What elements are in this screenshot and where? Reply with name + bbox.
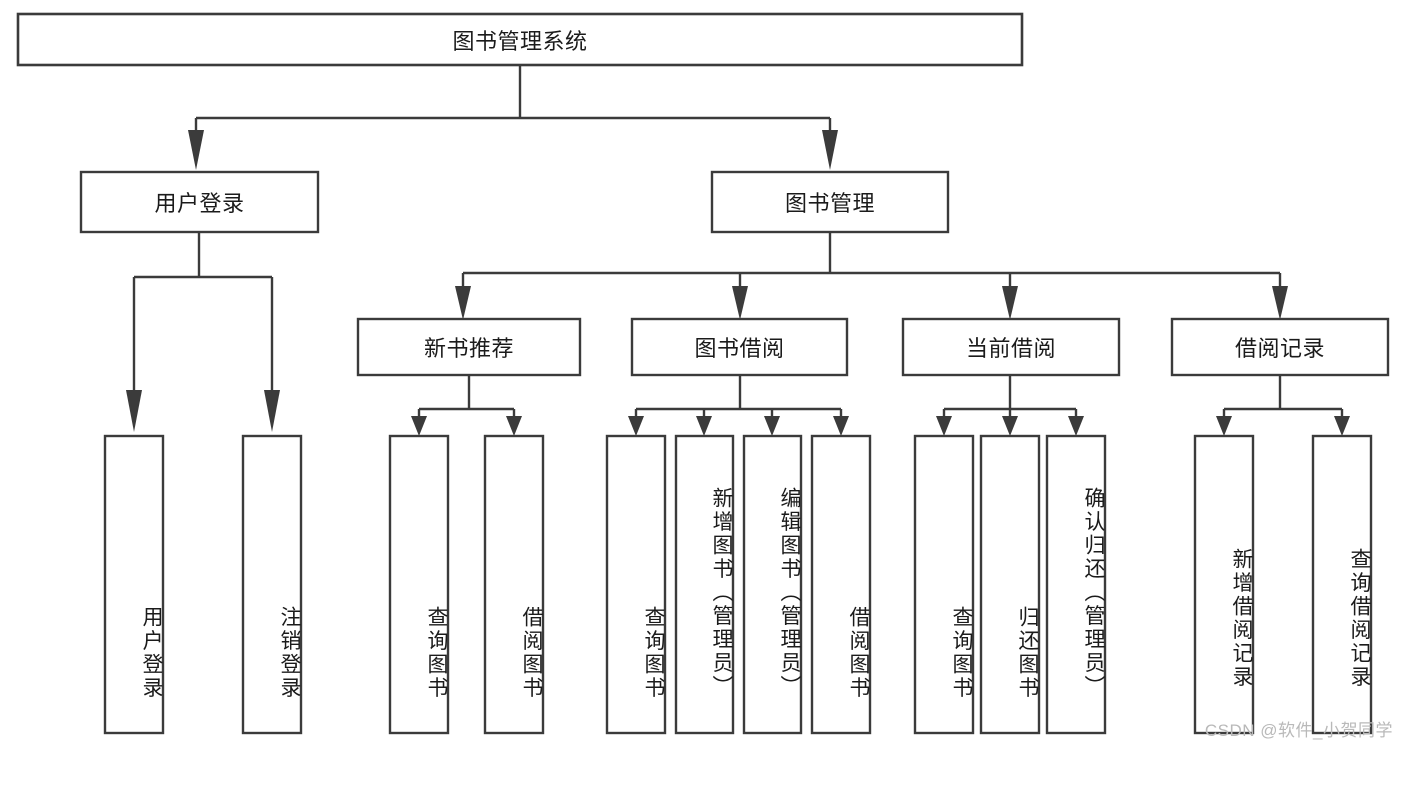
arrowhead-leaf-query-book-2 xyxy=(628,416,644,436)
arrowhead-leaf-query-record xyxy=(1334,416,1350,436)
node-box-current-borrow[interactable] xyxy=(901,317,1121,377)
arrowhead-leaf-logout-login xyxy=(264,390,280,432)
arrowhead-leaf-query-book-1 xyxy=(411,416,427,436)
node-box-leaf-borrow-book-1[interactable] xyxy=(483,434,545,735)
node-box-leaf-query-book-2[interactable] xyxy=(605,434,667,735)
connector-group-book-borrow xyxy=(628,376,849,436)
connector-group-current-borrow xyxy=(936,376,1084,436)
arrowhead-leaf-add-record xyxy=(1216,416,1232,436)
node-box-leaf-logout-login[interactable] xyxy=(241,434,303,735)
node-box-leaf-return-book[interactable] xyxy=(979,434,1041,735)
node-box-leaf-confirm-return[interactable] xyxy=(1045,434,1107,735)
connector-group-root xyxy=(188,65,838,170)
csdn-watermark: CSDN @软件_小贺同学 xyxy=(1204,721,1393,740)
arrowhead-to-new-book-recommend xyxy=(455,286,471,320)
node-box-book-borrow[interactable] xyxy=(630,317,849,377)
arrowhead-to-user-login xyxy=(188,130,204,170)
diagram-canvas-root: 图书管理系统 用户登录 图书管理 新书推荐 图书借阅 当前借阅 借阅记录 用户登… xyxy=(16,12,1393,740)
node-box-leaf-query-record[interactable] xyxy=(1311,434,1373,735)
arrowhead-leaf-user-login xyxy=(126,390,142,432)
node-box-leaf-edit-book[interactable] xyxy=(742,434,803,735)
node-box-borrow-record[interactable] xyxy=(1170,317,1390,377)
arrowhead-to-current-borrow xyxy=(1002,286,1018,320)
arrowhead-to-book-management xyxy=(822,130,838,170)
arrowhead-to-borrow-record xyxy=(1272,286,1288,320)
arrowhead-leaf-borrow-book-2 xyxy=(833,416,849,436)
node-box-root[interactable] xyxy=(16,12,1024,67)
arrowhead-to-book-borrow xyxy=(732,286,748,320)
node-box-leaf-add-record[interactable] xyxy=(1193,434,1255,735)
connector-group-borrow-record xyxy=(1216,376,1350,436)
node-box-user-login[interactable] xyxy=(79,170,320,234)
node-box-leaf-query-book-3[interactable] xyxy=(913,434,975,735)
connector-group-new-book-recommend xyxy=(411,376,522,436)
node-box-book-management[interactable] xyxy=(710,170,950,234)
node-box-leaf-user-login[interactable] xyxy=(103,434,165,735)
arrowhead-leaf-query-book-3 xyxy=(936,416,952,436)
arrowhead-leaf-edit-book xyxy=(764,416,780,436)
node-box-new-book-recommend[interactable] xyxy=(356,317,582,377)
arrowhead-leaf-return-book xyxy=(1002,416,1018,436)
connector-group-user-login xyxy=(126,233,280,432)
node-box-leaf-add-book[interactable] xyxy=(674,434,735,735)
connector-group-book-management xyxy=(455,233,1288,320)
node-box-leaf-query-book-1[interactable] xyxy=(388,434,450,735)
node-box-leaf-borrow-book-2[interactable] xyxy=(810,434,872,735)
arrowhead-leaf-confirm-return xyxy=(1068,416,1084,436)
arrowhead-leaf-borrow-book-1 xyxy=(506,416,522,436)
arrowhead-leaf-add-book xyxy=(696,416,712,436)
tree-diagram-svg xyxy=(16,12,1390,735)
